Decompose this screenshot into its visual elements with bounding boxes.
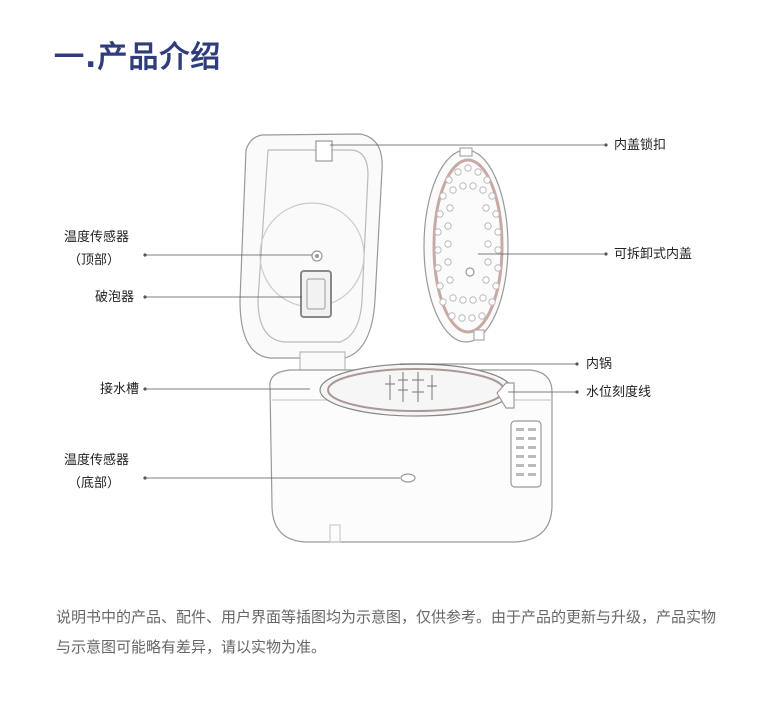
lid-latch [315,140,333,162]
label-inner-lid-lock: 内盖锁扣 [614,138,667,153]
section-title: 一.产品介绍 [54,40,222,75]
disclaimer-footnote: 说明书中的产品、配件、用户界面等插图均为示意图，仅供参考。由于产品的更新与升级，… [56,608,717,656]
label-top-temp-sensor: 温度传感器 （顶部） [64,230,130,268]
control-panel [510,420,542,488]
label-water-level-line: 水位刻度线 [586,385,652,400]
label-removable-inner-lid: 可拆卸式内盖 [614,247,693,262]
label-inner-pot: 内锅 [586,357,613,372]
cooker-body [269,369,553,543]
label-bottom-temp-sensor: 温度传感器 （底部） [64,453,130,491]
bottom-temp-sensor [400,473,416,483]
label-bottom-temp-sensor-sub: （底部） [68,476,121,491]
label-bubble-breaker: 破泡器 [95,290,135,305]
removable-inner-lid [423,149,509,343]
inner-pot [319,363,513,417]
label-top-temp-sensor-sub: （顶部） [68,253,121,268]
bubble-breaker [300,270,332,318]
label-water-tray: 接水槽 [100,382,140,397]
